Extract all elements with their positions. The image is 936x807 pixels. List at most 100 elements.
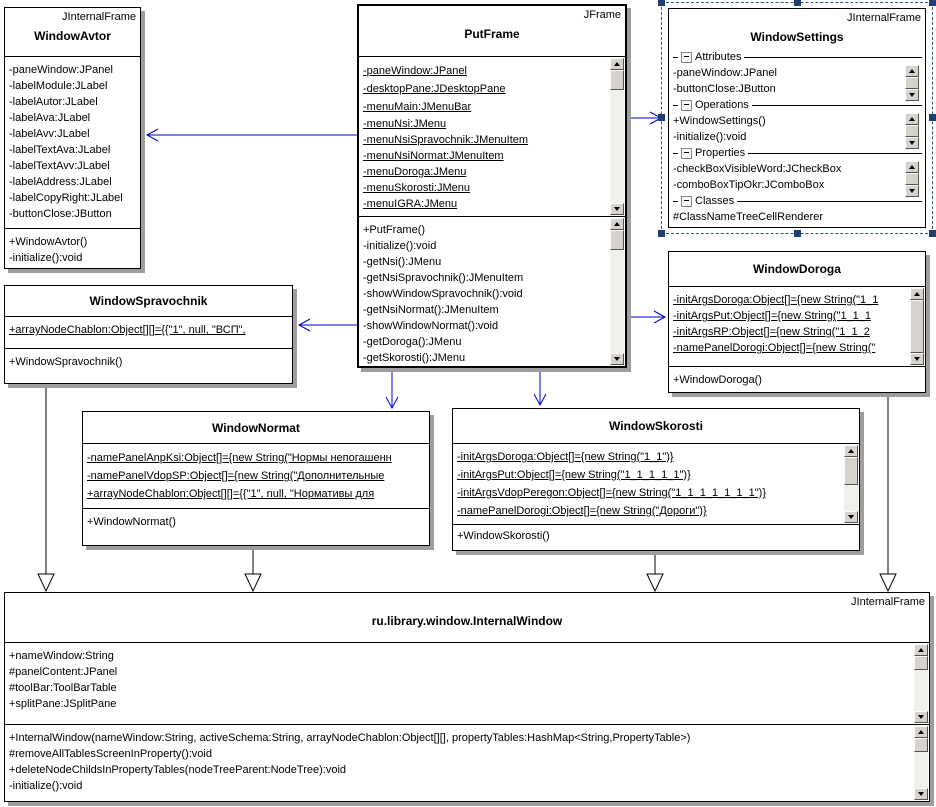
class-title-compartment: JInternalFrame WindowSettings [669,9,925,49]
scroll-thumb[interactable] [610,70,624,90]
scroll-thumb[interactable] [914,738,928,752]
class-box-windownormat[interactable]: WindowNormat -namePanelAnpKsi:Object[]={… [82,411,430,546]
scroll-thumb[interactable] [910,300,924,353]
generalization-windownormat-internalwindow[interactable] [244,547,262,593]
association-putframe-windownormat[interactable] [385,372,399,410]
selection-handle-bottom-middle[interactable] [794,230,801,237]
scroll-up-button[interactable] [914,644,928,656]
attribute-row: #toolBar:ToolBarTable [9,682,117,694]
scroll-thumb[interactable] [905,77,919,89]
scroll-down-button[interactable] [905,137,919,149]
operation-row: -initialize():void [673,131,747,143]
scroll-up-button[interactable] [905,161,919,173]
section-label: Attributes [695,51,742,63]
scrollbar[interactable] [914,644,928,723]
class-box-windowsettings[interactable]: JInternalFrame WindowSettings Attributes… [668,8,926,228]
selection-handle-top-middle[interactable] [794,0,801,6]
association-putframe-windowdoroga[interactable] [629,310,667,324]
stereotype-label: JInternalFrame [847,12,921,24]
attribute-row: -menuSkorosti:JMenu [363,182,470,194]
class-box-windowdoroga[interactable]: WindowDoroga -initArgsDoroga:Object[]={n… [668,251,926,393]
collapse-minus-icon[interactable] [681,195,692,207]
method-row: -getDoroga():JMenu [363,336,462,348]
selection-handle-top-left[interactable] [658,0,665,6]
class-title-compartment: JInternalFrame ru.library.window.Interna… [5,593,929,642]
selection-handle-bottom-right[interactable] [929,230,936,237]
class-box-windowskorosti[interactable]: WindowSkorosti -initArgsDoroga:Object[]=… [452,408,860,551]
scrollbar[interactable] [610,58,624,215]
selection-handle-middle-right[interactable] [929,114,936,121]
scrollbar[interactable] [905,65,919,103]
section-label: Operations [695,99,749,111]
scroll-track[interactable] [914,752,928,788]
scroll-thumb[interactable] [610,230,624,250]
scrollbar[interactable] [905,161,919,199]
header-rule [744,56,922,58]
class-box-internalwindow[interactable]: JInternalFrame ru.library.window.Interna… [4,592,930,802]
scroll-down-button[interactable] [905,89,919,101]
scroll-thumb[interactable] [914,656,928,670]
collapse-minus-icon[interactable] [681,99,692,111]
generalization-windowskorosti-internalwindow[interactable] [646,552,664,593]
scroll-track[interactable] [844,485,858,511]
attribute-row: -labelAddress:JLabel [9,176,112,188]
collapse-minus-icon[interactable] [681,51,692,63]
association-putframe-windowsettings[interactable] [629,111,663,125]
scroll-up-button[interactable] [610,218,624,230]
scroll-up-button[interactable] [910,288,924,300]
generalization-windowspravochnik-internalwindow[interactable] [37,385,55,593]
section-header-operations: Operations [673,97,925,113]
selection-handle-top-right[interactable] [929,0,936,6]
scroll-thumb[interactable] [905,125,919,137]
scrollbar[interactable] [844,445,858,523]
scroll-thumb[interactable] [844,457,858,485]
scroll-down-button[interactable] [914,711,928,723]
scroll-up-button[interactable] [844,445,858,457]
scrollbar[interactable] [905,113,919,151]
scroll-track[interactable] [914,670,928,711]
class-box-windowavtor[interactable]: JInternalFrame WindowAvtor -paneWindow:J… [4,7,141,269]
scroll-up-button[interactable] [905,65,919,77]
scroll-up-button[interactable] [905,113,919,125]
association-putframe-windowavtor[interactable] [145,128,357,142]
scroll-down-button[interactable] [610,353,624,365]
attribute-row: -initArgsRP:Object[]={new String("1_1_2 [673,326,870,338]
scroll-up-button[interactable] [914,726,928,738]
triangle-down-icon [914,357,920,361]
triangle-down-icon [909,141,915,145]
class-box-putframe[interactable]: JFrame PutFrame -paneWindow:JPanel -desk… [357,4,627,368]
section-label: Classes [695,195,735,207]
scroll-track[interactable] [610,90,624,203]
class-title-compartment: WindowNormat [83,412,429,443]
scroll-down-button[interactable] [610,203,624,215]
attribute-row: -buttonClose:JButton [673,83,776,95]
scroll-up-button[interactable] [610,58,624,70]
scroll-down-button[interactable] [910,353,924,365]
scroll-thumb[interactable] [905,173,919,185]
collapse-minus-icon[interactable] [681,147,692,159]
scrollbar[interactable] [610,218,624,365]
selection-handle-middle-left[interactable] [658,114,665,121]
scroll-down-button[interactable] [905,185,919,197]
header-rule [751,104,922,106]
header-rule [673,200,678,202]
selection-handle-bottom-left[interactable] [658,230,665,237]
triangle-down-icon [918,715,924,719]
attribute-row: -initArgsDoroga:Object[]={new String("1_… [673,294,879,306]
scroll-down-button[interactable] [914,788,928,800]
attribute-row: -paneWindow:JPanel [9,64,113,76]
association-putframe-windowskorosti[interactable] [533,372,547,407]
method-row: -getNsiNormat():JMenuItem [363,304,499,316]
method-row: -showWindowNormat():void [363,320,499,332]
generalization-windowdoroga-internalwindow[interactable] [879,394,897,593]
class-box-windowspravochnik[interactable]: WindowSpravochnik +arrayNodeChablon:Obje… [4,285,293,384]
scrollbar[interactable] [910,288,924,365]
scrollbar[interactable] [914,726,928,800]
attributes-compartment: -paneWindow:JPanel -labelModule:JLabel -… [5,56,140,228]
class-name: ru.library.window.InternalWindow [371,614,563,628]
scroll-down-button[interactable] [844,511,858,523]
association-putframe-windowspravochnik[interactable] [297,318,357,332]
methods-compartment: +PutFrame() -initialize():void -getNsi()… [359,216,625,366]
scroll-track[interactable] [610,250,624,353]
